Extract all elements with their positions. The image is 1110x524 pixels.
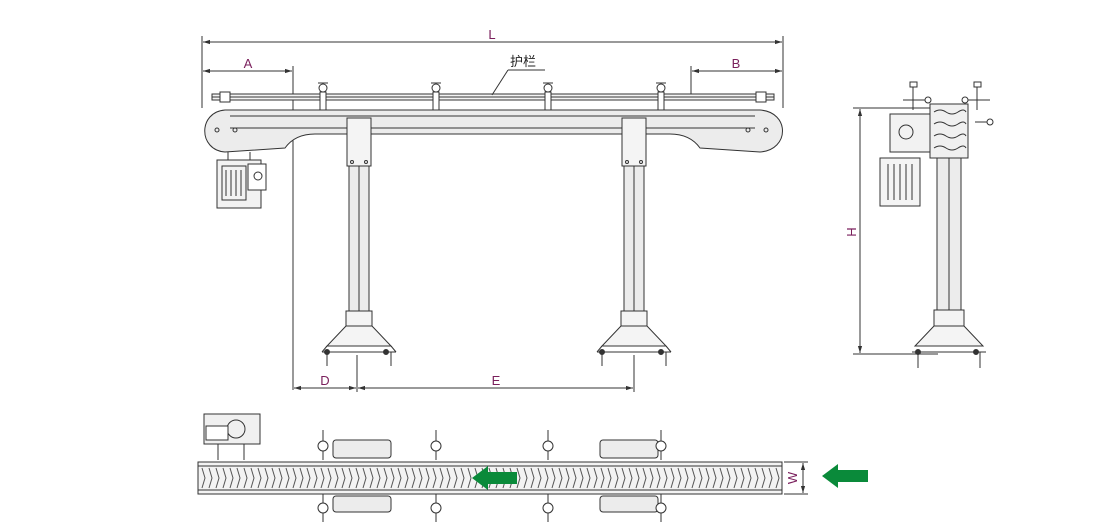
chain-links xyxy=(201,467,780,489)
side-view xyxy=(853,81,994,368)
dim-label-E: E xyxy=(492,373,501,388)
guardrail-callout: 护栏 xyxy=(510,54,536,69)
gear-motor-top xyxy=(203,413,261,460)
gear-motor-icon xyxy=(216,152,267,209)
dim-label-B: B xyxy=(732,56,741,71)
dim-label-H: H xyxy=(844,227,859,236)
dim-label-L: L xyxy=(488,27,495,42)
arrow-left-icon xyxy=(472,466,517,490)
top-view xyxy=(197,413,808,522)
dim-label-D: D xyxy=(320,373,329,388)
dim-label-W: W xyxy=(785,471,800,484)
arrow-left-icon xyxy=(822,464,868,488)
dim-label-A: A xyxy=(244,56,253,71)
gear-motor-side xyxy=(879,113,931,207)
front-view xyxy=(201,36,784,392)
support-leg-left xyxy=(321,117,397,366)
support-leg-right xyxy=(596,117,672,366)
